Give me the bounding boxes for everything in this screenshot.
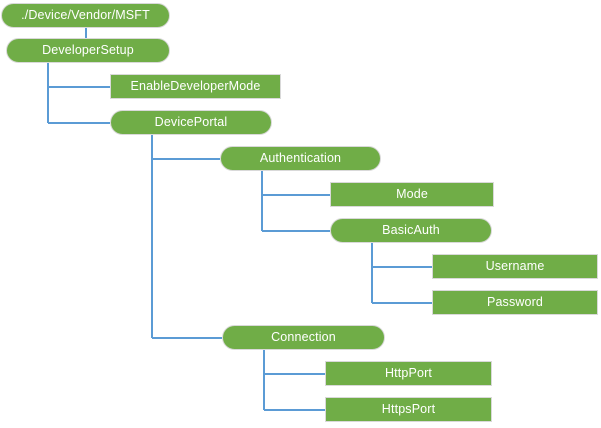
tree-node-root[interactable]: ./Device/Vendor/MSFT [1,3,170,28]
tree-node-deviceportal[interactable]: DevicePortal [110,110,272,135]
tree-node-connection[interactable]: Connection [222,325,385,350]
tree-node-basicauth[interactable]: BasicAuth [330,218,492,243]
tree-node-label: HttpsPort [381,402,436,417]
tree-node-username[interactable]: Username [432,254,598,279]
tree-node-httpport[interactable]: HttpPort [325,361,492,386]
tree-node-label: Username [485,259,545,274]
tree-node-label: Authentication [259,151,342,166]
tree-node-authentication[interactable]: Authentication [220,146,381,171]
tree-node-label: DevicePortal [154,115,228,130]
tree-node-label: Password [486,295,544,310]
tree-node-label: Mode [396,187,428,202]
tree-node-password[interactable]: Password [432,290,598,315]
tree-node-developersetup[interactable]: DeveloperSetup [6,38,170,63]
tree-node-label: BasicAuth [382,223,440,238]
tree-node-enabledevelopermode[interactable]: EnableDeveloperMode [110,74,281,99]
tree-node-label: EnableDeveloperMode [130,79,261,94]
tree-node-label: Connection [271,330,336,345]
tree-node-label: HttpPort [384,366,433,381]
tree-node-label: ./Device/Vendor/MSFT [21,8,150,23]
tree-node-label: DeveloperSetup [42,43,134,58]
tree-node-httpsport[interactable]: HttpsPort [325,397,492,422]
tree-node-mode[interactable]: Mode [330,182,494,207]
